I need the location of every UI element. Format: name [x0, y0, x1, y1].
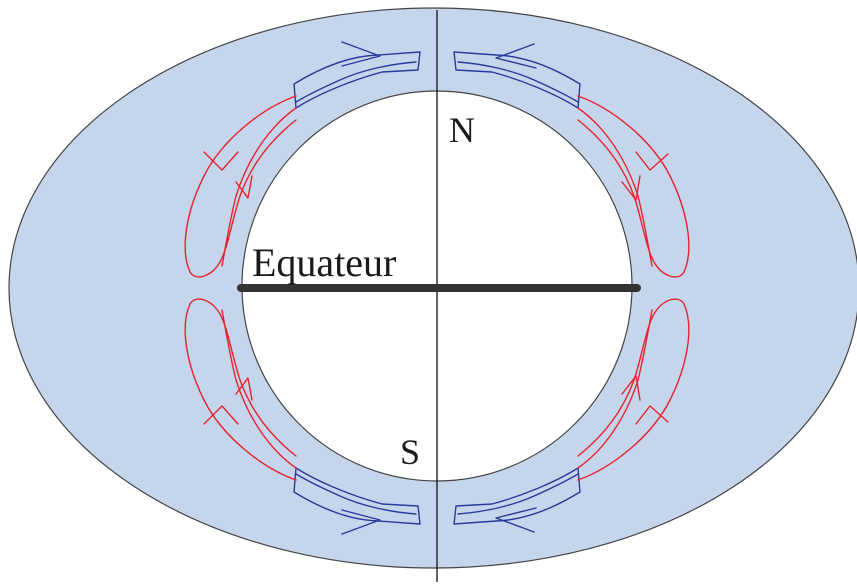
upper-left-red-inner	[221, 107, 297, 267]
upper-right-red-arrow2-icon	[621, 175, 641, 201]
lower-right-blue-inner	[457, 473, 579, 515]
equator-label: Equateur	[252, 240, 396, 285]
lower-right-red-arrow-icon	[635, 405, 669, 425]
upper-right-blue-inner	[457, 61, 579, 103]
lower-left-blue-inner	[295, 473, 417, 515]
lower-left-red-inner	[221, 309, 297, 469]
lower-left-red-arrow2-icon	[235, 377, 253, 401]
lower-right-red-loop	[577, 298, 690, 481]
upper-left-red-arrow-icon	[203, 151, 239, 171]
south-label: S	[400, 432, 420, 472]
upper-left-blue-inner	[295, 61, 417, 103]
upper-left-red-loop	[184, 95, 297, 278]
lower-left-blue-arrow-icon	[341, 509, 381, 535]
lower-right-red-inner	[577, 309, 653, 469]
upper-right-circulation	[453, 43, 690, 278]
upper-right-red-inner	[577, 107, 653, 267]
upper-right-red-arrow-icon	[635, 151, 669, 171]
upper-left-red-arrow2-icon	[235, 175, 253, 199]
lower-left-red-arrow-icon	[203, 405, 239, 425]
lower-right-blue-arrow-icon	[495, 507, 537, 533]
upper-left-circulation	[184, 41, 421, 278]
north-label: N	[449, 110, 475, 150]
lower-right-red-arrow2-icon	[621, 375, 641, 401]
lower-left-red-loop	[184, 298, 297, 481]
lower-right-circulation	[453, 298, 690, 533]
upper-left-blue-arrow-icon	[341, 41, 381, 67]
upper-right-blue-arrow-icon	[495, 43, 537, 69]
lower-left-circulation	[184, 298, 421, 535]
upper-right-red-loop	[577, 95, 690, 278]
